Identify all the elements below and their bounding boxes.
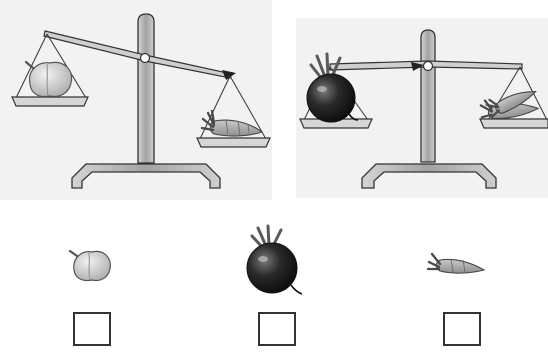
carrot-icon (428, 254, 484, 273)
answer-box-carrot[interactable] (443, 312, 481, 346)
pepper-icon (70, 251, 110, 281)
answer-row (70, 226, 484, 294)
answer-box-beet[interactable] (258, 312, 296, 346)
answer-box-pepper[interactable] (73, 312, 111, 346)
beet-icon (247, 226, 302, 294)
scale-2 (296, 18, 548, 198)
pepper-icon (26, 62, 72, 97)
scale-1 (0, 0, 272, 200)
